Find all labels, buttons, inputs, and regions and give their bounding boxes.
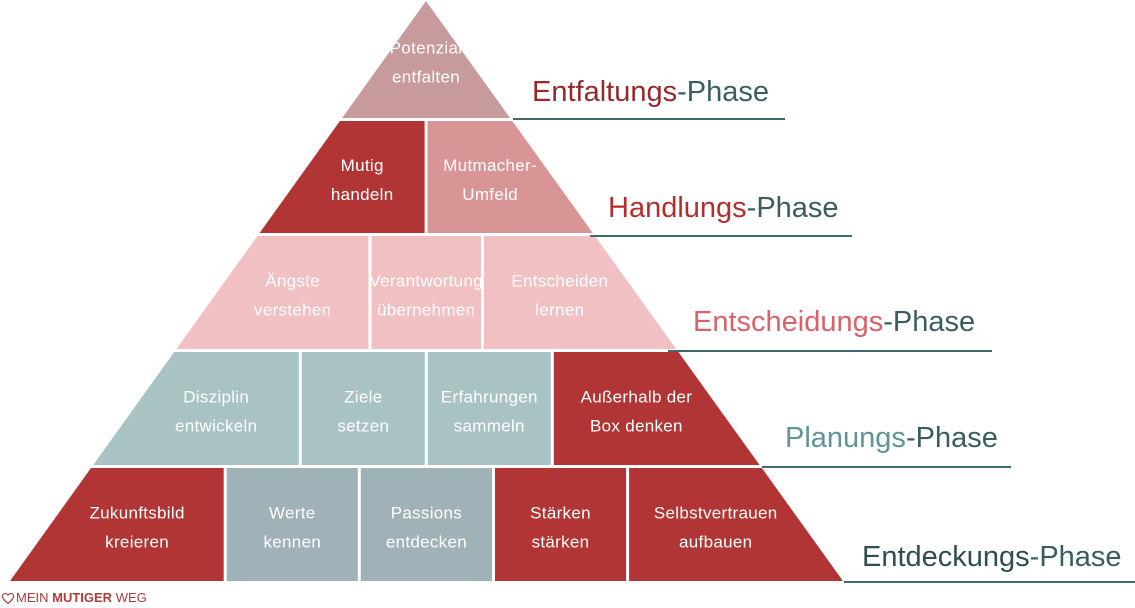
- cell-label-staerken: stärken: [532, 533, 590, 552]
- phase-label-entfaltungs: Entfaltungs-Phase: [532, 78, 769, 107]
- phase-suffix: -Phase: [883, 306, 976, 338]
- cell-label-box-denken: Box denken: [590, 417, 683, 436]
- cell-label-entwickeln: entwickeln: [175, 417, 257, 436]
- cell-label-kennen: kennen: [264, 533, 322, 552]
- pyramid-cell-disziplin-entwickeln: [93, 352, 299, 465]
- pyramid-cell-zukunftsbild-kreieren: [10, 468, 224, 581]
- cell-label-potenzial: Potenzial: [390, 39, 463, 58]
- cell-label-setzen: setzen: [337, 417, 389, 436]
- phase-label-entdeckungs: Entdeckungs-Phase: [862, 543, 1122, 572]
- cell-label-werte: Werte: [269, 504, 316, 523]
- phase-suffix: -Phase: [1029, 541, 1122, 573]
- brand-strong: MUTIGER: [52, 590, 113, 605]
- cell-label-verantwortung: Verantwortung: [369, 272, 483, 291]
- brand-logo: MEIN MUTIGER WEG: [1, 590, 147, 605]
- cell-label-kreieren: kreieren: [105, 533, 169, 552]
- pyramid-cell-mutmacher-umfeld: [427, 121, 593, 233]
- heart-icon: [1, 592, 15, 605]
- pyramid-cell-ziele-setzen: [301, 352, 425, 465]
- cell-label-aengste: Ängste: [265, 272, 320, 291]
- phase-word: Entscheidungs: [693, 306, 884, 338]
- cell-label-erfahrungen: Erfahrungen: [441, 388, 538, 407]
- phase-suffix: -Phase: [905, 422, 998, 454]
- pyramid-cell-aengste-verstehen: [176, 236, 369, 349]
- phase-label-handlungs: Handlungs-Phase: [608, 194, 839, 223]
- cell-label-selbstvertrauen: Selbstvertrauen: [654, 504, 778, 523]
- pyramid-cell-selbstvertrauen-aufbauen: [629, 468, 843, 581]
- phase-label-planungs: Planungs-Phase: [785, 424, 998, 453]
- cell-label-verstehen: verstehen: [254, 301, 331, 320]
- phase-word: Handlungs: [608, 192, 747, 224]
- cell-label-aufbauen: aufbauen: [679, 533, 752, 552]
- phase-underline: [668, 350, 992, 352]
- pyramid-cell-potenzial-entfalten: [342, 1, 511, 118]
- cell-label-entfalten: entfalten: [392, 68, 460, 87]
- cell-label-entscheiden: Entscheiden: [511, 272, 608, 291]
- cell-label-staerken: Stärken: [530, 504, 591, 523]
- pyramid-row-entfaltungs: Potenzial entfalten: [342, 1, 511, 118]
- pyramid-cell-staerken-staerken: [495, 468, 627, 581]
- cell-label-disziplin: Disziplin: [183, 388, 249, 407]
- pyramid-cell-entscheiden-lernen: [484, 236, 677, 349]
- cell-label-mutig: Mutig: [341, 156, 384, 175]
- phase-word: Planungs: [785, 422, 906, 454]
- pyramid-row-planungs: Disziplin entwickeln Ziele setzen Erfahrunge…: [93, 352, 760, 465]
- cell-label-umfeld: Umfeld: [462, 185, 518, 204]
- cell-label-mutmacher: Mutmacher-: [443, 156, 537, 175]
- phase-label-entscheidungs: Entscheidungs-Phase: [693, 308, 975, 337]
- phase-word: Entfaltungs: [532, 76, 678, 108]
- phase-underline: [513, 118, 785, 120]
- pyramid-cell-verantwortung-uebernehmen: [371, 236, 481, 349]
- brand-prefix: MEIN: [16, 590, 53, 605]
- pyramid-cell-mutig-handeln: [259, 121, 425, 233]
- cell-label-lernen: lernen: [535, 301, 584, 320]
- cell-label-ausserhalb-der: Außerhalb der: [581, 388, 693, 407]
- cell-label-uebernehmen: übernehmen: [377, 301, 475, 320]
- pyramid-row-handlungs: Mutig handeln Mutmacher- Umfeld: [259, 121, 593, 233]
- phase-underline: [844, 581, 1135, 583]
- brand-suffix: WEG: [112, 590, 147, 605]
- pyramid-cell-werte-kennen: [226, 468, 358, 581]
- cell-label-entdecken: entdecken: [386, 533, 467, 552]
- pyramid-row-entscheidungs: Ängste verstehen Verantwortung übernehmen En…: [176, 236, 677, 349]
- phase-suffix: -Phase: [746, 192, 839, 224]
- cell-label-passions: Passions: [391, 504, 462, 523]
- pyramid-cell-erfahrungen-sammeln: [427, 352, 551, 465]
- phase-suffix: -Phase: [677, 76, 769, 108]
- cell-label-ziele: Ziele: [344, 388, 382, 407]
- cell-label-sammeln: sammeln: [454, 417, 525, 436]
- phase-word: Entdeckungs: [862, 541, 1030, 573]
- pyramid-cell-ausserhalb-der-box-denken: [553, 352, 760, 465]
- cell-label-zukunftsbild: Zukunftsbild: [89, 504, 184, 523]
- pyramid-cell-passions-entdecken: [360, 468, 492, 581]
- phase-underline: [590, 235, 852, 237]
- phase-underline: [762, 466, 1011, 468]
- cell-label-handeln: handeln: [331, 185, 394, 204]
- pyramid-row-entdeckungs: Zukunftsbild kreieren Werte kennen Passions e…: [10, 468, 843, 581]
